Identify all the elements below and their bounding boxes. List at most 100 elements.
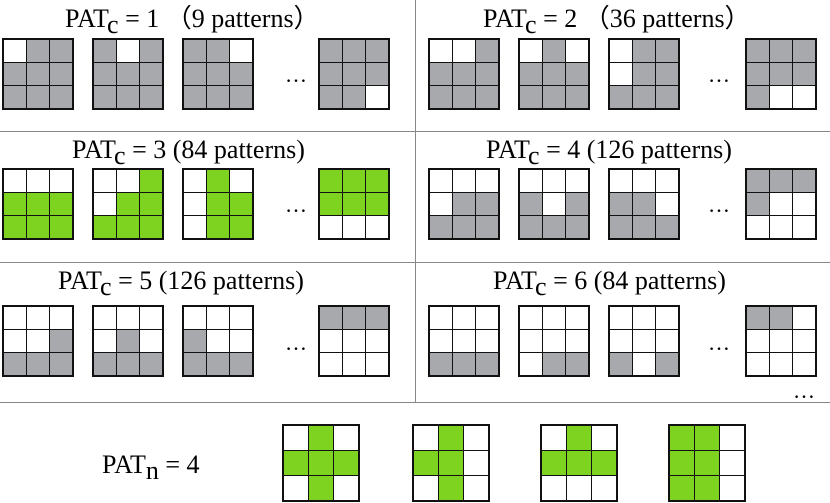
pattern-cell [334, 476, 358, 500]
pattern-cell [50, 63, 72, 85]
pattern-cell [140, 193, 162, 215]
panel-6-title-prefix: PAT [493, 266, 536, 295]
pattern-cell [94, 193, 116, 215]
panel-1-pattern-4 [318, 38, 390, 110]
pattern-cell [670, 476, 694, 500]
pattern-cell [320, 63, 342, 85]
pattern-cell [770, 170, 792, 192]
pattern-cell [543, 353, 565, 375]
pattern-cell [656, 40, 678, 62]
pattern-cell [793, 193, 815, 215]
pattern-cell [793, 353, 815, 375]
pattern-cell [284, 476, 308, 500]
pattern-cell [366, 216, 388, 238]
pattern-cell [520, 63, 542, 85]
panel-6-pattern-2 [518, 305, 590, 377]
pattern-cell [476, 307, 498, 329]
pattern-cell [793, 40, 815, 62]
pattern-cell [747, 307, 769, 329]
pattern-cell [543, 216, 565, 238]
pattern-cell [4, 170, 26, 192]
pattern-cell [610, 193, 632, 215]
panel-2-title-prefix: PAT [483, 4, 526, 33]
pattern-cell [27, 193, 49, 215]
pattern-cell [430, 193, 452, 215]
bottom-pattern-2 [412, 424, 490, 502]
pattern-cell [430, 353, 452, 375]
pattern-cell [117, 86, 139, 108]
pattern-cell [27, 170, 49, 192]
pattern-cell [695, 476, 719, 500]
pattern-cell [50, 307, 72, 329]
pattern-cell [94, 353, 116, 375]
pattern-cell [230, 170, 252, 192]
pattern-cell [184, 40, 206, 62]
panel-2-ellipsis: … [708, 62, 731, 87]
pattern-cell [610, 353, 632, 375]
pattern-cell [543, 63, 565, 85]
pattern-cell [320, 193, 342, 215]
pattern-cell [430, 216, 452, 238]
pattern-cell [656, 63, 678, 85]
pattern-cell [610, 63, 632, 85]
pattern-cell [695, 451, 719, 475]
pattern-cell [476, 330, 498, 352]
panel-1-title-suffix: = 1 （9 patterns） [118, 4, 320, 33]
pattern-cell [94, 63, 116, 85]
panel-6-pattern-1 [428, 305, 500, 377]
pattern-cell [184, 353, 206, 375]
panel-4-title-subscript: c [528, 141, 540, 170]
panel-6-ellipsis: … [708, 330, 731, 355]
pattern-cell [453, 330, 475, 352]
pattern-cell [117, 307, 139, 329]
pattern-cell [230, 353, 252, 375]
pattern-cell [414, 451, 438, 475]
pattern-cell [430, 63, 452, 85]
pattern-cell [343, 170, 365, 192]
pattern-cell [309, 476, 333, 500]
pattern-cell [793, 170, 815, 192]
pattern-cell [140, 353, 162, 375]
pattern-cell [414, 476, 438, 500]
pattern-cell [747, 193, 769, 215]
pattern-cell [476, 40, 498, 62]
bottom-title-suffix: = 4 [158, 450, 200, 479]
pattern-cell [207, 40, 229, 62]
pattern-cell [117, 63, 139, 85]
panel-4-pattern-1 [428, 168, 500, 240]
pattern-cell [793, 86, 815, 108]
pattern-cell [207, 193, 229, 215]
pattern-cell [566, 40, 588, 62]
pattern-cell [453, 193, 475, 215]
pattern-cell [230, 86, 252, 108]
pattern-cell [343, 353, 365, 375]
panel-6-title: PATc = 6 (84 patterns) [493, 266, 726, 300]
pattern-cell [430, 40, 452, 62]
panel-6-title-subscript: c [535, 272, 547, 301]
bottom-title-prefix: PAT [102, 450, 146, 479]
pattern-cell [543, 193, 565, 215]
pattern-cell [656, 216, 678, 238]
pattern-cell [50, 40, 72, 62]
pattern-cell [520, 40, 542, 62]
panel-2-pattern-4 [745, 38, 817, 110]
panel-4-pattern-3 [608, 168, 680, 240]
pattern-cell [207, 170, 229, 192]
pattern-cell [140, 170, 162, 192]
pattern-cell [184, 307, 206, 329]
pattern-cell [770, 353, 792, 375]
panel-1-pattern-2 [92, 38, 164, 110]
pattern-cell [366, 330, 388, 352]
pattern-cell [343, 86, 365, 108]
pattern-cell [633, 170, 655, 192]
bottom-pattern-3 [540, 424, 618, 502]
panel-3-ellipsis: … [285, 192, 308, 217]
pattern-cell [476, 193, 498, 215]
pattern-cell [140, 63, 162, 85]
pattern-cell [656, 86, 678, 108]
panel-6-extra-ellipsis: … [793, 378, 816, 403]
pattern-cell [140, 40, 162, 62]
pattern-cell [50, 330, 72, 352]
pattern-cell [610, 307, 632, 329]
pattern-cell [520, 193, 542, 215]
